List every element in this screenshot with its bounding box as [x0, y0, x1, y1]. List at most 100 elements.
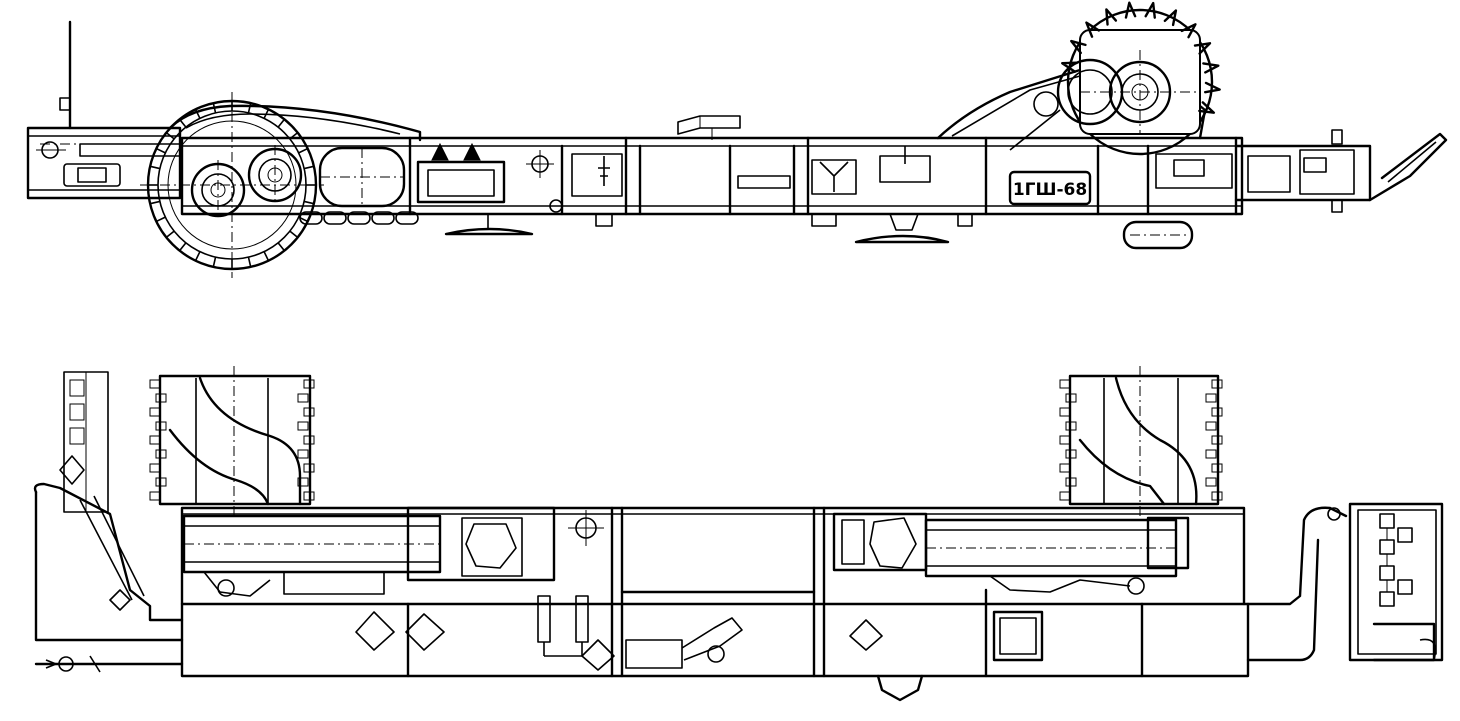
auger-plate [155, 477, 167, 487]
right-cutting-drum [936, 1, 1221, 156]
mid-box-a-valve [819, 161, 849, 192]
auger-plate [149, 435, 161, 445]
right-box-a-inner [1173, 159, 1205, 177]
auger-plate [1205, 421, 1217, 431]
cable-plug-top [677, 115, 741, 140]
auger-plate [303, 407, 315, 417]
drum-tooth [1204, 81, 1221, 94]
right-box-c [1299, 149, 1355, 195]
drum-tooth [277, 242, 285, 252]
auger-plate [1059, 463, 1071, 473]
auger-plate [1211, 407, 1223, 417]
auger-plate [149, 407, 161, 417]
plan-right-arm [832, 512, 1190, 595]
plan-left-arm [182, 514, 442, 597]
left-cable-arm [33, 482, 184, 642]
right-box-a [1155, 153, 1233, 189]
auger-plate [1211, 379, 1223, 389]
right-cowl [1234, 129, 1448, 213]
left-end-bracket [26, 126, 182, 200]
drum-tooth [263, 251, 270, 262]
auger-plate [1059, 407, 1071, 417]
motor-barrel [318, 146, 406, 208]
right-auger-drum [1059, 366, 1223, 520]
ranging-arm-top [168, 104, 422, 142]
drum-tooth [247, 256, 252, 268]
auger-plate [303, 463, 315, 473]
drum-tooth [1105, 8, 1118, 26]
drum-tooth [1061, 61, 1079, 73]
drum-tooth [179, 242, 187, 252]
plan-centre-foot [876, 674, 924, 702]
plan-left-lower [355, 595, 615, 671]
drum-tooth [1070, 39, 1087, 55]
auger-plate [303, 491, 315, 501]
auger-plate [149, 491, 161, 501]
auger-plate [1211, 491, 1223, 501]
plan-right-window [992, 610, 1044, 662]
drum-tooth [1202, 62, 1220, 74]
auger-plate [1065, 421, 1077, 431]
right-box-c-inner [1303, 157, 1327, 173]
mid-foot-a [811, 213, 837, 227]
auger-plate [1059, 491, 1071, 501]
auger-plate [303, 435, 315, 445]
mid-foot-b [957, 213, 973, 227]
auger-plate [149, 379, 161, 389]
skid-shoe-left [444, 227, 534, 236]
model-label-text: 1ГШ-68 [1013, 180, 1087, 200]
switch-symbol [598, 156, 610, 186]
auger-plate [297, 477, 309, 487]
drum-tooth [165, 132, 175, 140]
left-auger-drum [149, 366, 315, 520]
auger-plate [155, 449, 167, 459]
mast-bracket [59, 97, 71, 111]
right-box-b [1247, 155, 1291, 193]
auger-plate [155, 421, 167, 431]
auger-plate [1205, 477, 1217, 487]
plan-left-motor [406, 506, 604, 582]
left-cutting-drum [140, 92, 324, 278]
mid-box-a [811, 159, 857, 195]
drum-tooth [303, 165, 315, 170]
auger-plate [1065, 477, 1077, 487]
drum-tooth [1193, 42, 1212, 55]
drum-tooth [155, 147, 166, 154]
skid-shoe-centre [854, 234, 950, 244]
ranging-arm-inner [185, 113, 401, 135]
drum-tooth [1144, 1, 1156, 19]
main-body-frame [180, 136, 1244, 216]
switch-box [571, 153, 623, 197]
plan-centre-plug [625, 617, 743, 669]
drum-tooth [289, 230, 299, 238]
auger-plate [1059, 435, 1071, 445]
plan-view [33, 366, 1444, 702]
drum-tooth [212, 256, 217, 268]
drum-tooth [149, 200, 161, 205]
plan-left-hitch [34, 655, 184, 673]
haulage-chain [299, 211, 419, 225]
control-box [416, 142, 563, 213]
auger-plate [303, 379, 315, 389]
drum-tooth [165, 230, 175, 238]
drum-tooth [194, 251, 201, 262]
drum-tooth [1180, 23, 1197, 39]
plan-right-end-panel [1246, 502, 1444, 662]
drum-tooth [247, 102, 252, 114]
auger-plate [1059, 379, 1071, 389]
drum-tooth [277, 118, 285, 128]
auger-plate [1211, 435, 1223, 445]
drum-tooth [1163, 9, 1178, 27]
auger-plate [155, 393, 167, 403]
auger-plate [297, 449, 309, 459]
roller-shoe-right [1122, 220, 1194, 250]
auger-plate [1065, 393, 1077, 403]
plan-main-frame [180, 506, 1250, 678]
model-label-plate: 1ГШ-68 [1008, 170, 1092, 206]
gearbox-gears [190, 145, 303, 220]
drum-tooth [298, 147, 309, 154]
auger-plate [1065, 449, 1077, 459]
auger-plate [1211, 463, 1223, 473]
left-cable-column [59, 371, 109, 513]
